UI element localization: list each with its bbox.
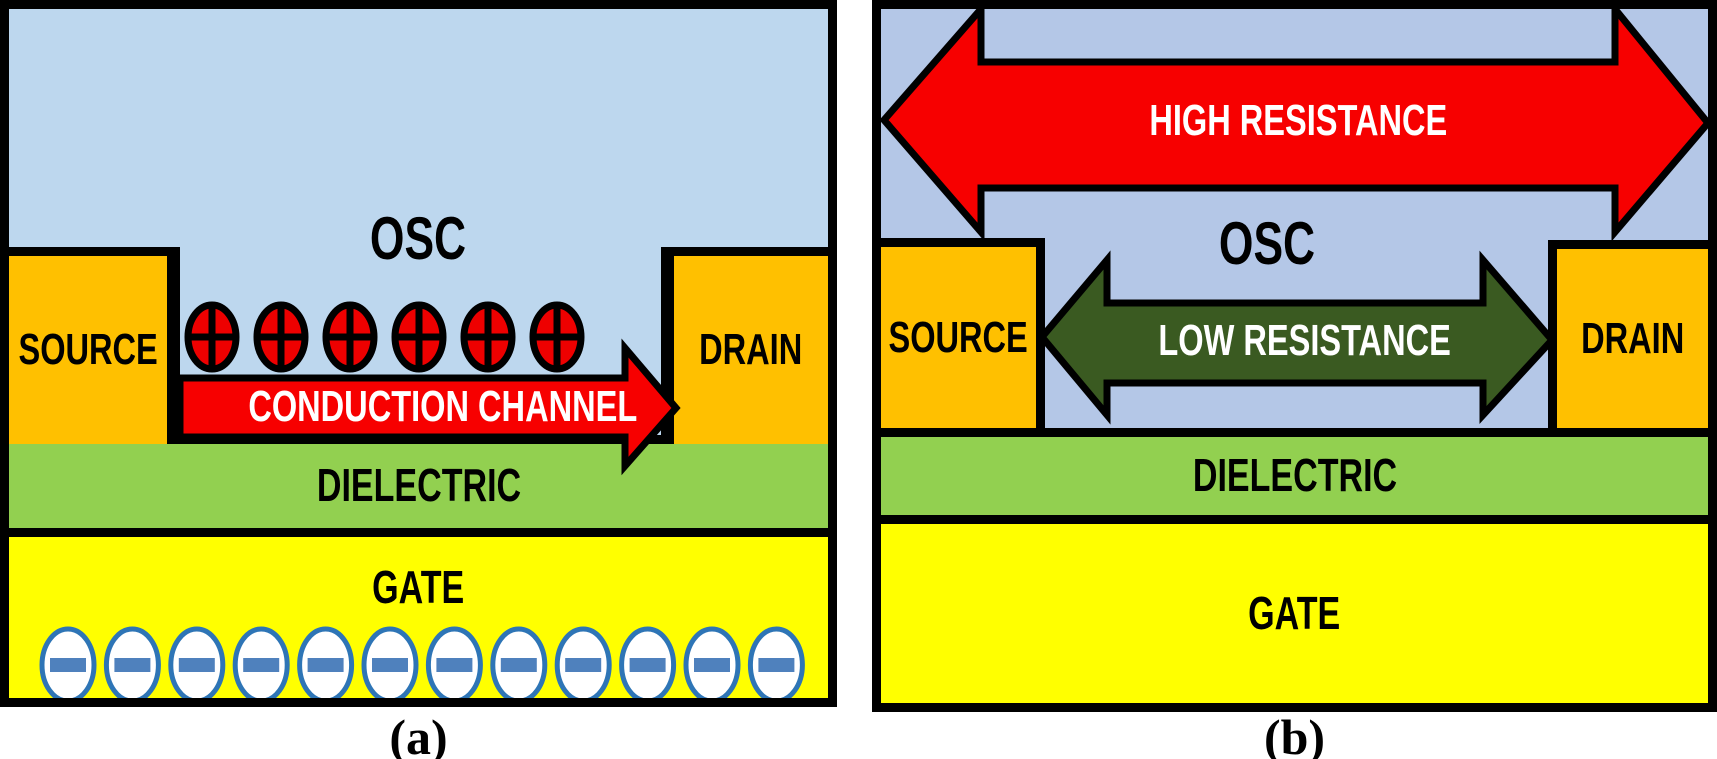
osc-label-b: OSC (1219, 210, 1316, 277)
drain-contact-b: DRAIN (1548, 240, 1708, 428)
gate-label-b: GATE (1248, 586, 1341, 639)
low-resistance-label: LOW RESISTANCE (1158, 316, 1451, 365)
source-contact-a: SOURCE (9, 247, 180, 444)
high-resistance-label: HIGH RESISTANCE (1149, 96, 1447, 145)
hole-icon (253, 301, 309, 373)
panel-a-osc-transistor: DIELECTRIC GATE SOURCE DRAIN OSC CONDUCT… (0, 0, 837, 707)
osc-region-label-b: OSC (881, 210, 1681, 277)
gate-layer-b: GATE (881, 524, 1708, 703)
caption-b: (b) (1263, 709, 1326, 759)
hole-icon (322, 301, 378, 373)
hole-icon (391, 301, 447, 373)
dielectric-label-a: DIELECTRIC (316, 459, 521, 512)
gate-layer-a: GATE (9, 537, 828, 698)
drain-label-a: DRAIN (699, 325, 803, 375)
dielectric-layer-b: DIELECTRIC (881, 428, 1708, 524)
source-label-b: SOURCE (888, 312, 1029, 362)
hole-icon (460, 301, 516, 373)
hole-icon (529, 301, 585, 373)
drain-label-b: DRAIN (1580, 313, 1685, 363)
dielectric-layer-a: DIELECTRIC (9, 435, 828, 537)
hole-icon (184, 301, 240, 373)
osc-label-a: OSC (370, 205, 467, 272)
drain-contact-a: DRAIN (661, 247, 828, 444)
panel-b-osc-transistor: DIELECTRIC GATE SOURCE DRAIN OSC HIGH RE… (872, 0, 1717, 712)
dielectric-label-b: DIELECTRIC (1192, 449, 1397, 502)
hole-carriers (184, 301, 585, 373)
caption-a: (a) (389, 709, 448, 759)
source-label-a: SOURCE (18, 325, 158, 375)
osc-region-label-a: OSC (9, 205, 828, 272)
conduction-channel-label: CONDUCTION CHANNEL (248, 382, 638, 431)
gate-label-a: GATE (372, 561, 465, 613)
